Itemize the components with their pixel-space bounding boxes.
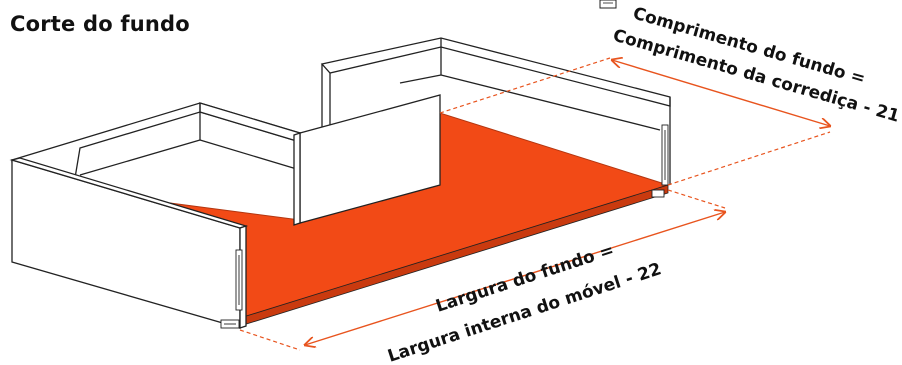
- slide-rail-front: [220, 249, 243, 329]
- diagram-title: Corte do fundo: [10, 12, 190, 36]
- top-hardware-detail: [599, 0, 617, 9]
- front-side-panel: [9, 157, 249, 329]
- divider-panel: [293, 94, 441, 226]
- width-dimension-line: [305, 212, 725, 345]
- length-dimension-line: [612, 60, 830, 126]
- extension-lines: [239, 57, 831, 351]
- back-panel-left: [11, 102, 301, 179]
